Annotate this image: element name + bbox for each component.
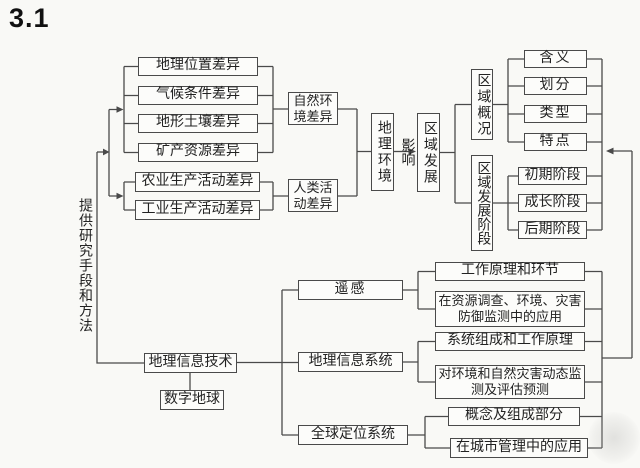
node-location-diff: 地理位置差异 <box>138 57 258 76</box>
node-natural-env-diff: 自然环境差异 <box>288 92 338 125</box>
node-gps-concept: 概念及组成部分 <box>448 407 580 426</box>
node-characteristics: 特点 <box>524 133 587 151</box>
node-geo-info-tech: 地理信息技术 <box>144 353 237 373</box>
node-division: 划分 <box>524 77 587 95</box>
node-types: 类型 <box>524 105 587 123</box>
node-human-activity-diff: 人类活动差异 <box>288 179 338 212</box>
node-gps: 全球定位系统 <box>298 425 408 445</box>
page-title: 3.1 <box>9 3 50 33</box>
node-gis: 地理信息系统 <box>298 352 403 372</box>
node-growth-stage: 成长阶段 <box>518 194 587 212</box>
node-rs-principle: 工作原理和环节 <box>435 262 585 281</box>
influence-label: 影响 <box>399 137 415 166</box>
node-remote-sensing: 遥感 <box>298 280 403 300</box>
method-caption: 提供研究手段和方法 <box>77 197 92 333</box>
node-dev-stages: 区域发展阶段 <box>471 155 493 251</box>
node-climate-diff: 气候条件差异 <box>138 86 258 105</box>
node-gps-city-app: 在城市管理中的应用 <box>450 438 588 458</box>
node-terrain-soil-diff: 地形土壤差异 <box>138 114 258 133</box>
node-gis-composition: 系统组成和工作原理 <box>435 332 585 351</box>
node-industry-diff: 工业生产活动差异 <box>135 200 260 220</box>
node-late-stage: 后期阶段 <box>518 221 587 239</box>
node-early-stage: 初期阶段 <box>518 167 587 185</box>
node-agriculture-diff: 农业生产活动差异 <box>135 172 260 192</box>
node-gis-monitoring: 对环境和自然灾害动态监测及评估预测 <box>435 365 585 399</box>
node-mineral-diff: 矿产资源差异 <box>138 143 258 162</box>
node-meaning: 含义 <box>524 50 587 68</box>
node-regional-development: 区域发展 <box>417 113 440 192</box>
node-digital-earth: 数字地球 <box>160 390 224 410</box>
node-rs-application: 在资源调查、环境、灾害防御监测中的应用 <box>435 291 585 327</box>
node-geo-environment: 地理环境 <box>371 113 394 191</box>
node-region-overview: 区域概况 <box>471 69 493 140</box>
